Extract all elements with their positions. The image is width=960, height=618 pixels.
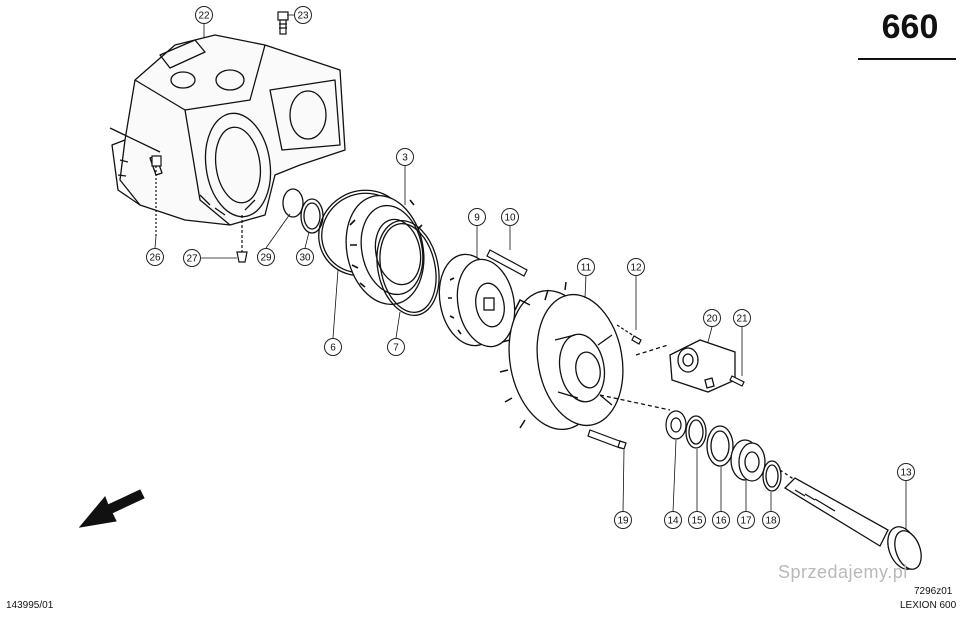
screw-26	[151, 155, 162, 237]
svg-text:13: 13	[900, 468, 912, 479]
bolt-21	[729, 375, 745, 387]
o-rings-29-30	[282, 188, 324, 234]
sensor-block-20	[599, 339, 736, 411]
page-number-rule	[858, 58, 956, 60]
breather-fitting	[277, 11, 289, 35]
callout-15: 15	[688, 511, 706, 529]
ring-18	[762, 460, 782, 492]
callout-16: 16	[712, 511, 730, 529]
wheel-hub-11	[499, 281, 624, 431]
callout-11: 11	[577, 258, 595, 276]
svg-text:22: 22	[198, 11, 210, 22]
svg-text:9: 9	[474, 213, 480, 224]
ref-code: 7296z01	[914, 586, 953, 597]
bolt-12	[616, 324, 642, 345]
svg-text:30: 30	[299, 253, 311, 264]
model-name: LEXION 600	[900, 600, 957, 611]
page-number: 660	[881, 8, 939, 46]
svg-text:17: 17	[740, 516, 752, 527]
svg-text:29: 29	[260, 253, 272, 264]
svg-text:6: 6	[330, 343, 336, 354]
callout-13: 13	[897, 463, 915, 481]
pin-10	[486, 249, 528, 277]
svg-text:19: 19	[617, 516, 629, 527]
callout-6: 6	[324, 338, 342, 356]
callout-22: 22	[195, 6, 213, 24]
callouts: 22 23 3 9 10 11 12 20 21 26 27 29 30 6 7…	[146, 6, 915, 529]
svg-text:21: 21	[736, 314, 748, 325]
planet-carrier-9	[438, 253, 516, 348]
svg-text:23: 23	[297, 11, 309, 22]
svg-text:7: 7	[393, 343, 399, 354]
leader-lines	[154, 14, 907, 530]
svg-text:18: 18	[765, 516, 777, 527]
snap-ring-7	[376, 219, 440, 317]
callout-3: 3	[396, 148, 414, 166]
callout-18: 18	[762, 511, 780, 529]
drawing-id: 143995/01	[6, 600, 54, 611]
callout-17: 17	[737, 511, 755, 529]
svg-text:12: 12	[630, 263, 642, 274]
svg-text:10: 10	[504, 213, 516, 224]
callout-29: 29	[257, 248, 275, 266]
svg-text:15: 15	[691, 516, 703, 527]
callout-30: 30	[296, 248, 314, 266]
svg-text:26: 26	[149, 253, 161, 264]
callout-12: 12	[627, 258, 645, 276]
callout-23: 23	[294, 6, 312, 24]
callout-10: 10	[501, 208, 519, 226]
svg-text:14: 14	[667, 516, 679, 527]
watermark: Sprzedajemy.pl	[778, 562, 908, 582]
ring-16	[706, 425, 734, 467]
lock-washer-14	[665, 410, 687, 440]
axle-shaft-13	[779, 469, 922, 570]
bearing-17	[730, 439, 766, 482]
svg-text:3: 3	[402, 153, 408, 164]
callout-21: 21	[733, 309, 751, 327]
svg-text:27: 27	[186, 254, 198, 265]
callout-26: 26	[146, 248, 164, 266]
callout-14: 14	[664, 511, 682, 529]
direction-arrow	[78, 489, 145, 528]
svg-text:16: 16	[715, 516, 727, 527]
drain-plug	[236, 215, 248, 263]
ring-15	[685, 415, 707, 449]
gear-housing	[109, 34, 346, 226]
callout-9: 9	[468, 208, 486, 226]
callout-27: 27	[183, 249, 201, 267]
callout-20: 20	[703, 309, 721, 327]
bolt-19	[587, 429, 627, 450]
callout-7: 7	[387, 338, 405, 356]
svg-text:11: 11	[581, 263, 592, 274]
ring-gear-3	[345, 194, 425, 306]
callout-19: 19	[614, 511, 632, 529]
svg-text:20: 20	[706, 314, 718, 325]
